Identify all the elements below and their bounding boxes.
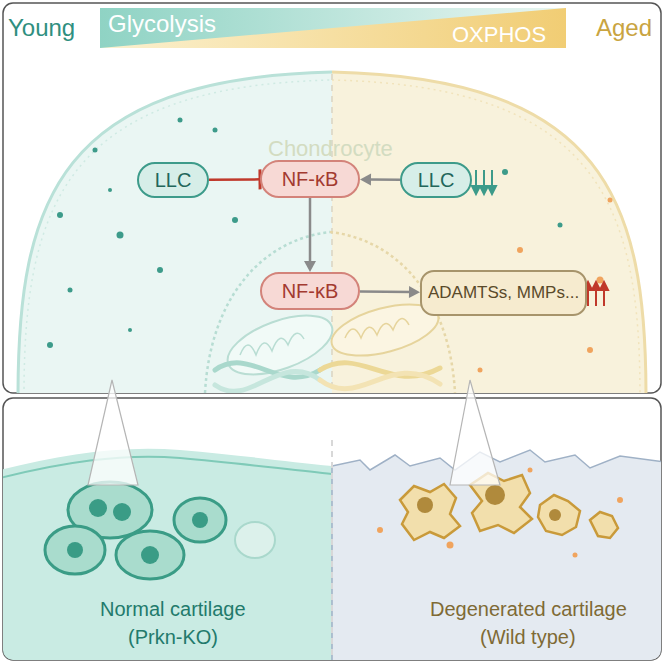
arrow-connector [360,286,420,298]
callout-pointer [450,380,500,485]
gradient-label: OXPHOS [452,22,546,48]
cell-label: Chondrocyte [268,136,393,162]
node-text: NF-κB [282,280,339,303]
panel-caption: (Wild type) [480,626,576,649]
protease-box: ADAMTSs, MMPs... [420,270,587,316]
node-text: LLC [418,169,455,192]
arrow-connector [360,173,400,185]
chondrocyte-cell [3,60,661,393]
axis-label: Aged [596,14,652,42]
node-text: LLC [155,169,192,192]
connector-line [209,178,260,181]
increase-arrows [584,282,608,306]
nfkb-pill: NF-κB [260,160,360,198]
panel-caption: (Prkn-KO) [128,626,218,649]
inhibition-connector [209,169,260,189]
llc-pill: LLC [400,162,472,198]
arrow-head [304,261,316,272]
node-text: ADAMTSs, MMPs... [428,283,579,303]
axis-label: Young [8,14,75,42]
panel-caption: Normal cartilage [100,598,246,621]
arrow-head [409,286,420,298]
decrease-arrows [472,170,496,194]
panel-caption: Degenerated cartilage [430,598,627,621]
gradient-label: Glycolysis [108,10,216,38]
dna-helix [215,363,440,391]
callout-pointer [88,380,138,485]
arrow-connector [304,198,316,272]
node-text: NF-κB [282,168,339,191]
metabolic-gradient-bar [100,8,566,48]
llc-pill: LLC [137,162,209,198]
connector-line [360,290,411,293]
nfkb-pill: NF-κB [260,272,360,310]
arrow-head [360,173,371,185]
connector-line [369,178,400,181]
connector-line [309,198,312,263]
